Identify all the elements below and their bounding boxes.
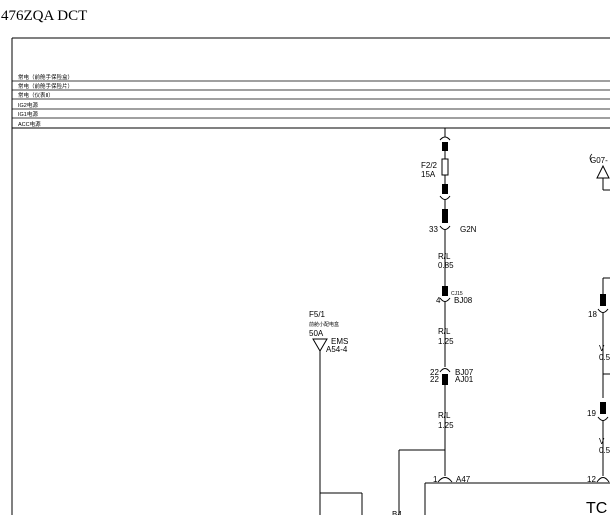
right-pin-18-wire: V [599,344,605,353]
connector-pin [600,402,606,414]
wire-1-size: 0.85 [438,261,454,270]
wire-2-size: 1.25 [438,337,454,346]
splice-bj08-name: BJ08 [454,296,473,305]
right-pin-19-wire: V [599,437,605,446]
fuse-f2-name: F2/2 [421,161,438,170]
fuse-f5-rating: 50A [309,329,324,338]
connector-cup [597,308,609,313]
connector-cup [439,368,451,373]
connector-cup [439,225,451,230]
connector-pin [442,374,448,385]
right-circuit: G07- 18 V 0.5 19 V 0.5 12 [587,153,610,484]
splice-cj15-number: 4 [436,296,441,305]
connector-cup [596,477,610,483]
module-box: TC [424,482,610,515]
connector-cup [439,195,451,200]
ems-name: EMS [331,337,348,346]
pin-33-connector: G2N [460,225,477,234]
rail-label: IG2电源 [18,101,38,109]
connector-pin [442,142,448,151]
right-pin-19-size: 0.5 [599,446,610,455]
pin-a47-name: A47 [456,475,471,484]
ems-ground-arrow-icon [312,338,328,352]
ref-bracket [589,153,593,163]
fuse-f2-rating: 15A [421,170,436,179]
bj07-number: 22 [430,368,439,377]
module-label: TC [586,500,607,515]
pin-a47-number: 1 [433,475,438,484]
pin-33-number: 33 [429,225,438,234]
splice-cj15-name: CJ15 [451,291,463,297]
aj01-name: AJ01 [455,375,474,384]
fuse-f5-name: F5/1 [309,310,326,319]
wire-3-color: R/L [438,411,451,420]
connector-pin [442,209,448,223]
right-pin-18-size: 0.5 [599,353,610,362]
connector-pin [600,294,606,306]
connector-pin [442,184,448,194]
rail-label: 常电（仪表Ⅱ） [18,91,54,99]
right-pin-18-number: 18 [588,310,597,319]
rail-label: ACC电源 [18,120,41,128]
connector-cup [439,136,451,141]
diagram-title: 476ZQA DCT [1,8,87,24]
wire-2-color: R/L [438,327,451,336]
fuse-f5-desc: 前舱小配电盒 [309,321,339,328]
power-rails: 常电（前舱手保险盒） 常电（前舱手保险片） 常电（仪表Ⅱ） IG2电源 IG1电… [12,73,610,129]
wire-1-color: R/L [438,252,451,261]
ems-branch: F5/1 前舱小配电盒 50A EMS A54-4 [309,310,363,515]
fuse-f2-symbol [441,158,449,176]
ems-ref: A54-4 [326,345,348,354]
connector-cup [597,416,609,421]
wire-3-size: 1.25 [438,421,454,430]
rail-label: IG1电源 [18,110,38,118]
right-ref-arrow-icon [596,164,610,179]
connector-cup [439,297,451,302]
splice-pin [442,286,448,296]
right-pin-19-number: 19 [587,409,596,418]
connector-cup [437,477,453,483]
bj07-name: BJ07 [455,368,474,377]
main-circuit: F2/2 15A 33 G2N R/L 0.85 CJ15 4 BJ08 R/L… [398,128,477,515]
bottom-ref: B4 [392,510,402,515]
right-ref-name: G07- [590,156,608,165]
rail-label: 常电（前舱手保险盒） [18,73,73,81]
right-pin-12-number: 12 [587,475,596,484]
aj01-number: 22 [430,375,439,384]
rail-label: 常电（前舱手保险片） [18,82,73,90]
